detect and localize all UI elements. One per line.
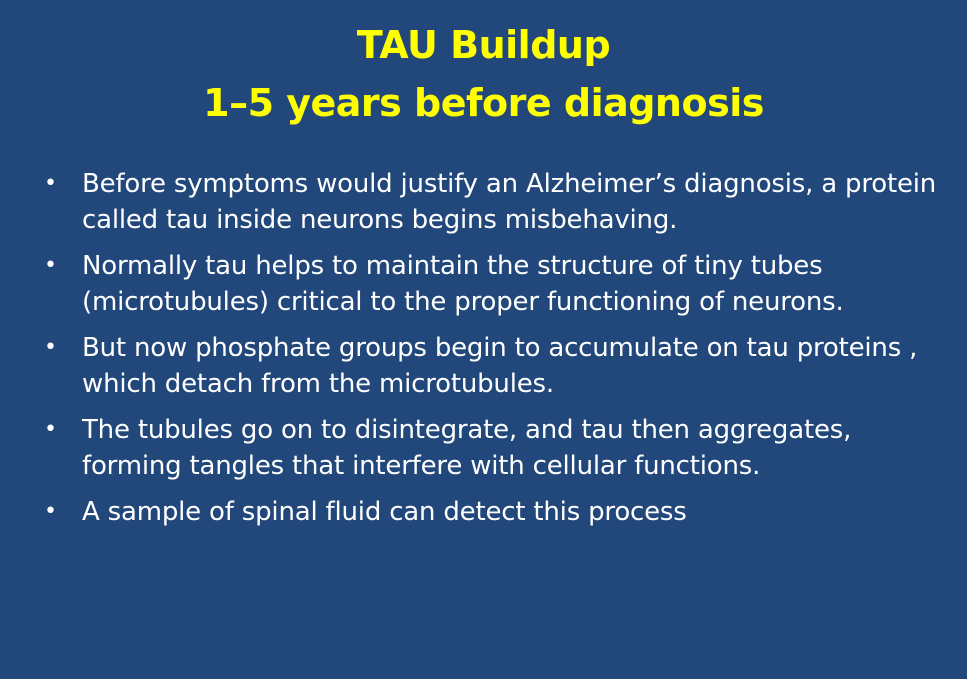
bullet-item: • The tubules go on to disintegrate, and… [40,412,940,484]
bullet-list: • Before symptoms would justify an Alzhe… [40,166,940,540]
bullet-dot-icon: • [44,335,57,360]
bullet-dot-icon: • [44,499,57,524]
slide-title: TAU Buildup 1–5 years before diagnosis [0,16,967,132]
bullet-item: • Before symptoms would justify an Alzhe… [40,166,940,238]
bullet-text: Normally tau helps to maintain the struc… [82,251,844,317]
bullet-text: But now phosphate groups begin to accumu… [82,333,918,399]
bullet-dot-icon: • [44,171,57,196]
bullet-text: The tubules go on to disintegrate, and t… [82,415,852,481]
bullet-dot-icon: • [44,417,57,442]
bullet-dot-icon: • [44,253,57,278]
bullet-text: Before symptoms would justify an Alzheim… [82,169,937,235]
bullet-item: • Normally tau helps to maintain the str… [40,248,940,320]
title-line-2: 1–5 years before diagnosis [203,81,764,125]
bullet-item: • A sample of spinal fluid can detect th… [40,494,940,530]
bullet-item: • But now phosphate groups begin to accu… [40,330,940,402]
bullet-text: A sample of spinal fluid can detect this… [82,497,687,527]
title-line-1: TAU Buildup [356,23,611,67]
